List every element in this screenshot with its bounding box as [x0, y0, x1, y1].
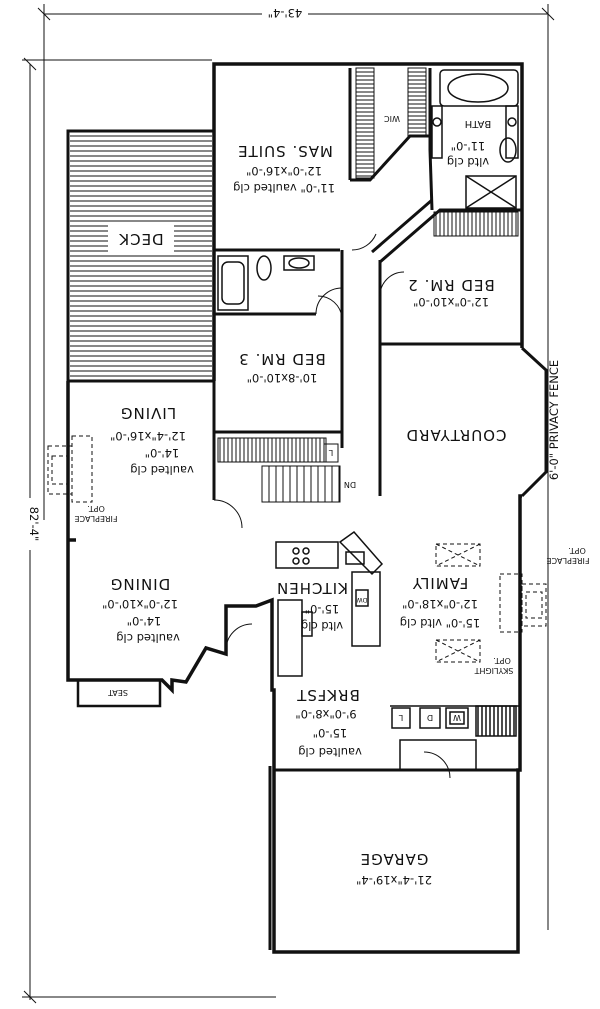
seat-label: SEAT	[108, 688, 128, 697]
living-name: LIVING	[120, 404, 176, 422]
brkfst-name: BRKFST	[296, 686, 360, 704]
dining-name: DINING	[110, 575, 170, 593]
opt-fireplace-left	[47, 435, 93, 503]
bath-ceiling-note: vltd clg	[447, 155, 489, 169]
mas-suite-ceiling: 11'-0" vaulted clg	[233, 181, 335, 195]
wic-label: WIC	[384, 114, 400, 123]
kitchen-name: KITCHEN	[276, 579, 348, 597]
courtyard-wall	[520, 346, 548, 498]
skylights	[435, 543, 481, 663]
room-labels: MAS. SUITE 12'-0"x16'-0" 11'-0" vaulted …	[102, 142, 561, 887]
wic-shelving	[355, 67, 427, 179]
brkfst-ceiling-note: vaulted clg	[298, 745, 362, 759]
bath-ceiling: 11'-0"	[451, 139, 486, 153]
kitchen-ceiling-note: vltd clg	[301, 619, 343, 633]
garage-size: 21'-4"x19'-4"	[356, 873, 432, 887]
dining-ceiling: 14'-0"	[127, 614, 162, 628]
opt-skylight-line1: OPT.	[493, 656, 511, 665]
linen-label: L	[328, 448, 333, 457]
closet-hatch-bed3	[217, 437, 327, 463]
brkfst-size: 9'-0"x8'-0"	[295, 707, 356, 721]
opt-fireplace-left-line2: FIREPLACE	[74, 514, 117, 523]
closet-hatch-bath	[433, 211, 519, 237]
laundry-w: W	[453, 713, 461, 722]
laundry-d: D	[427, 713, 433, 722]
stairs-down-label: DN	[344, 480, 356, 489]
courtyard-name: COURTYARD	[406, 426, 507, 444]
family-size: 12'-0"x18'-0"	[402, 597, 478, 611]
family-ceiling: 15'-0" vltd clg	[400, 616, 481, 630]
opt-fireplace-right	[499, 573, 547, 633]
deck-name: DECK	[118, 230, 164, 248]
bed2-name: BED RM. 2	[407, 276, 495, 294]
bed3-name: BED RM. 3	[238, 350, 326, 368]
opt-fireplace-left-line1: OPT.	[87, 504, 105, 513]
brkfst-ceiling: 15'-0"	[313, 726, 348, 740]
opt-fireplace-right-line2: FIREPLACE	[546, 556, 589, 565]
garage-name: GARAGE	[360, 850, 429, 868]
kitchen-cabinets	[275, 530, 384, 677]
deck-area	[66, 129, 216, 383]
privacy-fence-label: 6'-0" PRIVACY FENCE	[547, 360, 561, 480]
laundry-area	[390, 705, 520, 770]
living-size: 12'-4"x16'-0"	[110, 429, 186, 443]
mas-suite-size: 12'-0"x16'-0"	[246, 164, 322, 178]
bed2-size: 12'-0"x10'-0"	[413, 295, 489, 309]
stairs	[261, 465, 341, 503]
laundry-l: L	[398, 713, 403, 722]
hall-bath	[217, 255, 315, 311]
garage-wall	[268, 766, 520, 950]
opt-fireplace-right-line1: OPT.	[568, 546, 586, 555]
bath-fixtures	[431, 69, 519, 209]
hall-walls	[212, 250, 522, 500]
mas-suite-name: MAS. SUITE	[237, 142, 333, 160]
width-dimension: 43'-4"	[268, 6, 303, 20]
family-name: FAMILY	[412, 574, 468, 592]
bath-label: BATH	[465, 118, 492, 129]
living-ceiling: 14'-0"	[145, 446, 180, 460]
seat-bump	[76, 680, 162, 708]
dishwasher-label: DW	[357, 596, 368, 603]
door-swings	[213, 233, 451, 779]
dining-ceiling-note: vaulted clg	[116, 631, 180, 645]
opt-skylight-line2: SKYLIGHT	[474, 666, 513, 675]
bed3-size: 10'-8x10'-0"	[247, 371, 318, 385]
living-ceiling-note: vaulted clg	[130, 463, 194, 477]
depth-dimension: 82'-4"	[27, 507, 41, 542]
dining-size: 12'-0"x10'-0"	[102, 597, 178, 611]
kitchen-ceiling: 15'-0"	[305, 602, 340, 616]
master-walls	[214, 68, 522, 264]
